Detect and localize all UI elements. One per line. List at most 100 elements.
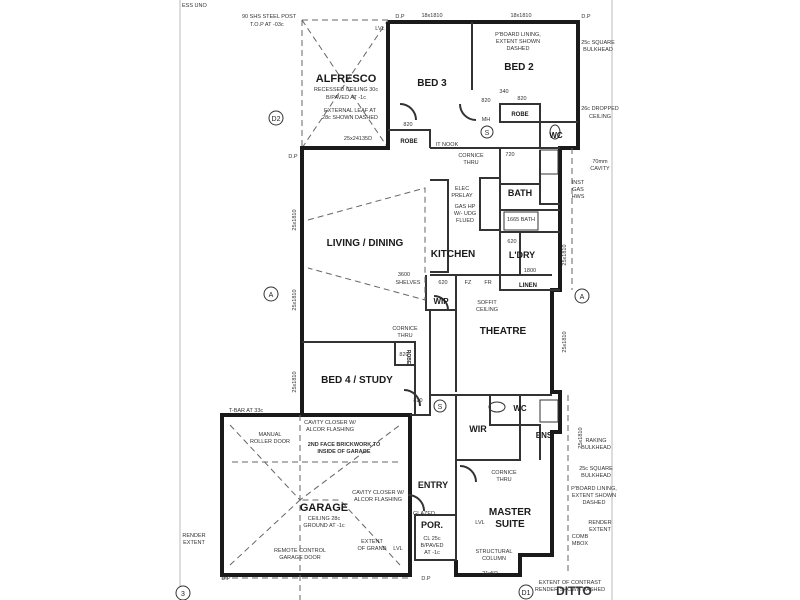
- note-top-post: T.O.P AT -03c: [250, 22, 284, 28]
- room-label-laundry: L'DRY: [509, 250, 535, 260]
- note-fr: FR: [484, 280, 491, 286]
- note-dp-1: D.P: [288, 154, 298, 160]
- svg-text:3: 3: [181, 591, 185, 598]
- note-alfresco-paved: B/PAVED AT -1c: [326, 95, 366, 101]
- linen-walls: [430, 274, 552, 290]
- note-pboard-top: P'BOARD LINING,: [495, 32, 541, 38]
- outer-wall-left: [300, 22, 390, 415]
- dim-620-b: 620: [507, 239, 516, 245]
- note-render-left-2: EXTENT: [183, 540, 205, 546]
- note-elec: ELEC: [455, 186, 469, 192]
- alfresco-boundary: [301, 19, 389, 149]
- note-pboard-top-2: EXTENT SHOWN: [496, 39, 540, 45]
- note-alcor-2: ALCOR FLASHING: [354, 497, 402, 503]
- living-ceiling-lines: [307, 187, 426, 301]
- note-garage-ceiling: CEILING 28c: [308, 516, 341, 522]
- room-label-wip: WIP: [433, 297, 449, 306]
- note-extent-contrast: EXTENT OF CONTRAST: [539, 580, 602, 586]
- dim-vertical-right-2: 25x1810: [562, 331, 568, 352]
- dim-vertical-living-2: 25x1810: [292, 289, 298, 310]
- note-dp-4: D.P: [221, 576, 231, 582]
- room-label-wc-top: WC: [549, 131, 563, 140]
- smoke-alarm-marker: S: [480, 125, 494, 139]
- svg-text:D1: D1: [522, 590, 531, 597]
- room-label-master-2: SUITE: [495, 519, 525, 530]
- note-sq-bulk: 25c SQUARE: [579, 466, 613, 472]
- dim-vertical-right-1: 25x1810: [562, 244, 568, 265]
- note-steel-post: 90 SHS STEEL POST: [242, 14, 297, 20]
- garage-link: [410, 395, 431, 416]
- door-wip: [433, 295, 449, 311]
- room-label-bed4: BED 4 / STUDY: [321, 375, 393, 386]
- note-gas: GAS: [572, 187, 584, 193]
- shower-bath-icon: [539, 149, 559, 175]
- garage-extent-dashed: [222, 415, 410, 600]
- svg-text:A: A: [269, 292, 274, 299]
- note-sq-bulk-2: BULKHEAD: [581, 473, 611, 479]
- note-extent-grand-2: OF GRAND: [357, 546, 386, 552]
- dim-bed2-width: 18x1810: [510, 13, 531, 19]
- watermark: DITTO: [556, 584, 592, 598]
- wall-bed3-robe: [388, 129, 431, 148]
- note-glazed: GLAZED: [413, 511, 435, 517]
- note-it-nook: IT NOOK: [436, 142, 459, 148]
- note-dropped: 26c DROPPED: [581, 106, 619, 112]
- note-raking: RAKING: [585, 438, 606, 444]
- dim-vertical-bed4: 25x1810: [292, 371, 298, 392]
- note-cornice-2: CORNICE: [392, 326, 418, 332]
- bed4-robe: [394, 342, 415, 366]
- note-dropped-2: CEILING: [589, 114, 611, 120]
- note-dp-5: D.P: [421, 576, 431, 582]
- note-dim-2x: 25x24135D: [344, 136, 372, 142]
- smoke-alarm-marker: S: [433, 399, 447, 413]
- note-mh: MH: [482, 117, 491, 123]
- dim-bed3-width: 18x1810: [421, 13, 442, 19]
- dim-820-d: 820: [399, 352, 408, 358]
- note-column: COLUMN: [482, 556, 506, 562]
- note-por-paved: B/PAVED: [420, 543, 443, 549]
- note-tbar: T-BAR AT 33c: [229, 408, 264, 414]
- note-lvl-2: LVL: [393, 546, 402, 552]
- note-gas-hp: GAS HP: [455, 204, 476, 210]
- note-inside-garage: INSIDE OF GARAGE: [317, 449, 371, 455]
- laundry-walls: [500, 209, 560, 275]
- toilet-icon: [488, 401, 506, 413]
- room-label-wc: WC: [513, 404, 527, 413]
- room-label-robe-bed4: ROBE: [405, 350, 411, 365]
- note-alcor: ALCOR FLASHING: [306, 427, 354, 433]
- note-dp-2: D.P: [395, 14, 405, 20]
- note-hws: HWS: [572, 194, 585, 200]
- note-cavity-closer: CAVITY CLOSER W/: [304, 420, 356, 426]
- note-cavity: 70mm: [592, 159, 608, 165]
- note-render-left: RENDER: [182, 533, 205, 539]
- toilet-top-icon: [549, 124, 561, 140]
- note-extent-grand: EXTENT: [361, 539, 383, 545]
- dim-21x: 21x5P: [482, 571, 498, 577]
- note-cornice-thru: THRU: [463, 160, 478, 166]
- note-cavity-closer-2: CAVITY CLOSER W/: [352, 490, 404, 496]
- note-garage-ground: GROUND AT -1c: [303, 523, 345, 529]
- dim-vertical-living: 25x1810: [292, 209, 298, 230]
- note-thru-3: THRU: [496, 477, 511, 483]
- room-label-bed3: BED 3: [417, 78, 447, 89]
- room-label-entry: ENTRY: [418, 480, 448, 490]
- note-garage-door: GARAGE DOOR: [279, 555, 321, 561]
- note-thru-2: THRU: [397, 333, 412, 339]
- note-prelay: PRELAY: [451, 193, 473, 199]
- section-marker-3: 3: [175, 585, 191, 600]
- note-manual: MANUAL: [259, 432, 282, 438]
- room-label-bed2: BED 2: [504, 62, 534, 73]
- section-marker-d1: D1: [518, 584, 534, 600]
- door-entry: [407, 494, 425, 512]
- kitchen-bench: [430, 179, 449, 273]
- dim-720: 720: [505, 152, 514, 158]
- note-cornice-3: CORNICE: [491, 470, 517, 476]
- room-label-linen: LINEN: [519, 283, 537, 289]
- room-label-master-1: MASTER: [489, 507, 532, 518]
- section-marker-d2: D2: [268, 110, 284, 126]
- door-bed2: [459, 103, 477, 121]
- note-remote: REMOTE CONTROL: [274, 548, 326, 554]
- porch-walls: [414, 514, 457, 561]
- note-dp-3: D.P: [581, 14, 591, 20]
